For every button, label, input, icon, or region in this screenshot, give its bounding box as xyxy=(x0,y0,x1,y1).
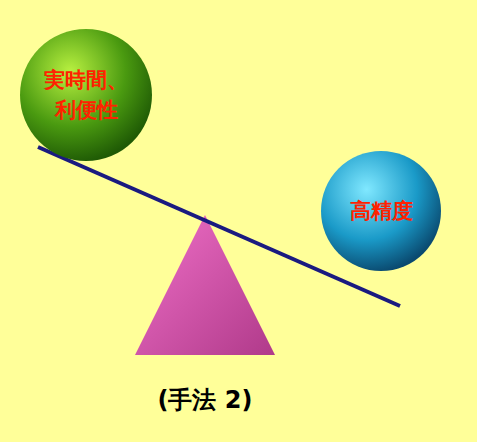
caption: (手法 2) xyxy=(158,384,253,416)
fulcrum-triangle xyxy=(135,215,275,355)
sphere-node: 実時間、 利便性 xyxy=(20,29,152,161)
sphere-shape xyxy=(20,29,152,161)
sphere-node: 高精度 xyxy=(321,151,441,271)
sphere-label: 実時間、 利便性 xyxy=(40,65,132,126)
sphere-label: 高精度 xyxy=(336,196,426,226)
